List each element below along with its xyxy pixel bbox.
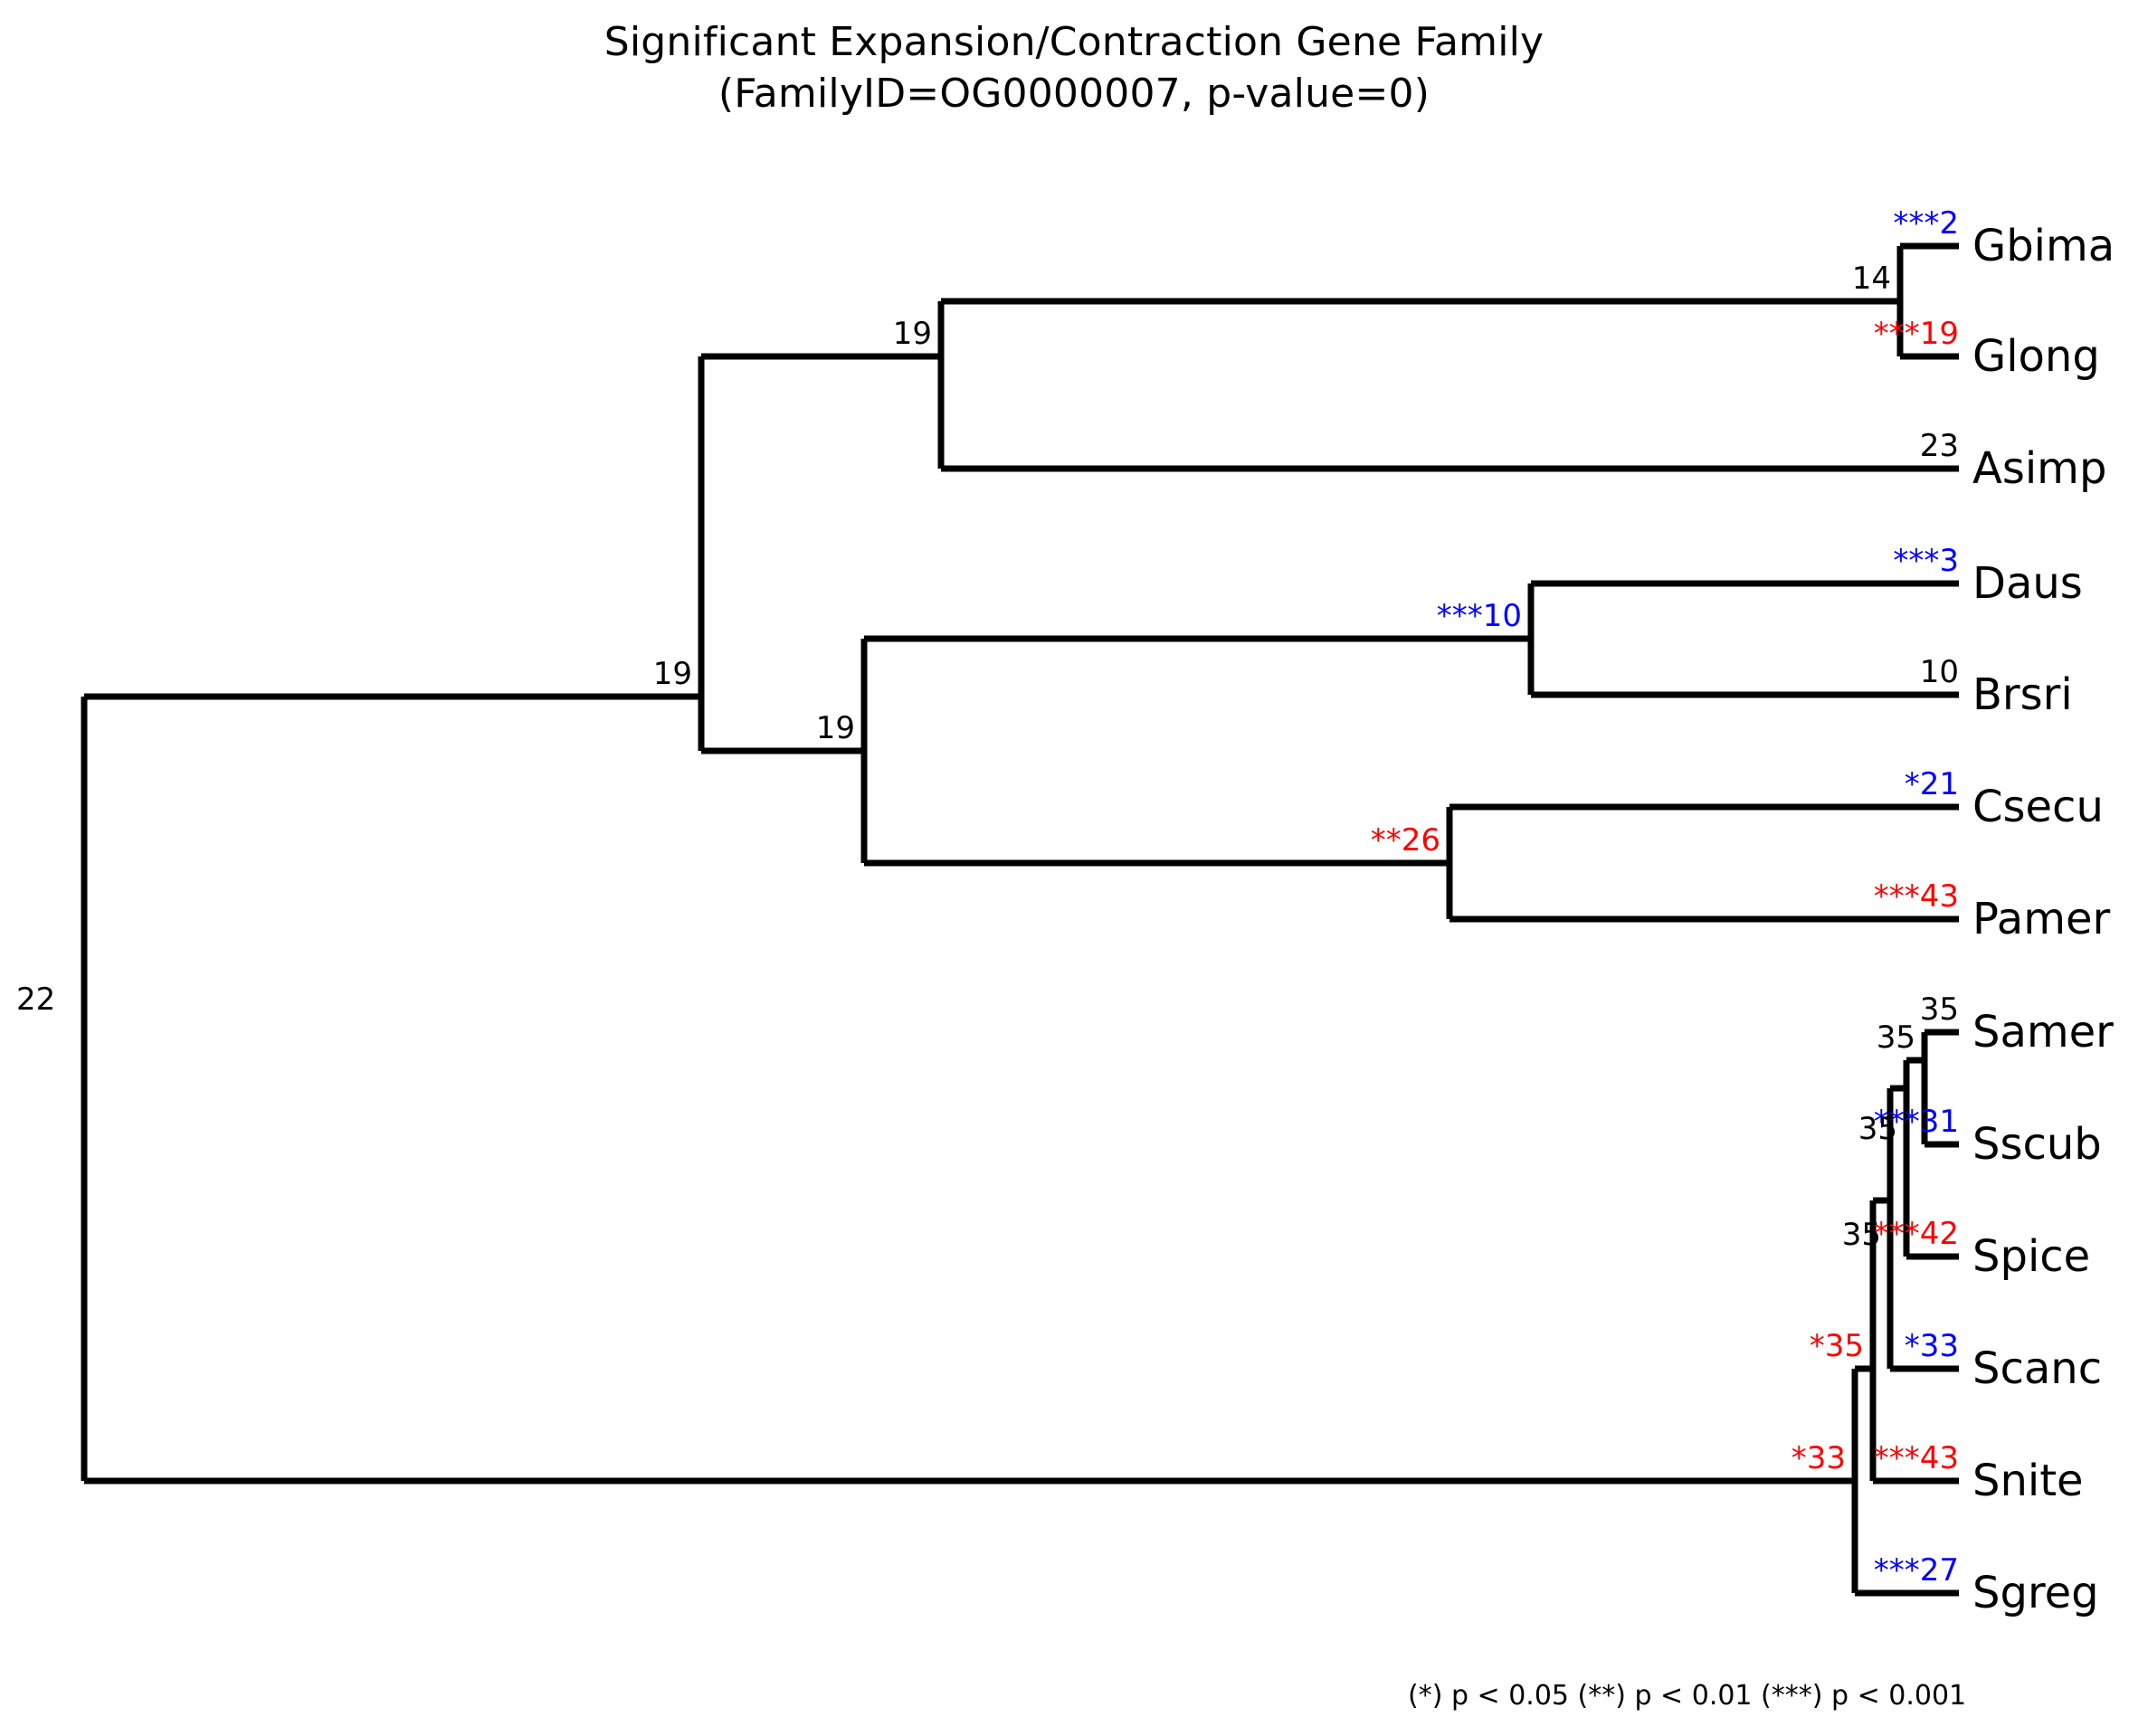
leaf-label-gbima: Gbima — [1972, 221, 2115, 271]
node-count-clade-dbcp: 19 — [815, 710, 855, 746]
figure-title: Significant Expansion/Contraction Gene F… — [0, 16, 2148, 119]
node-count-clade-samer-sscub: 35 — [1876, 1020, 1915, 1056]
leaf-label-glong: Glong — [1972, 331, 2100, 382]
tip-count-sgreg: ***27 — [1873, 1552, 1959, 1589]
leaf-label-brsri: Brsri — [1972, 669, 2073, 720]
tip-count-brsri: 10 — [1919, 654, 1959, 690]
leaf-label-sscub: Sscub — [1972, 1119, 2102, 1170]
node-count-clade-ss-spice: 35 — [1858, 1111, 1897, 1147]
node-count-clade-gbima-glong: 14 — [1851, 261, 1891, 297]
leaf-label-scanc: Scanc — [1972, 1343, 2103, 1394]
title-line-1: Significant Expansion/Contraction Gene F… — [604, 19, 1544, 65]
leaf-label-daus: Daus — [1972, 558, 2083, 609]
leaf-label-sgreg: Sgreg — [1972, 1568, 2099, 1618]
tip-count-sscub: ***31 — [1873, 1104, 1959, 1140]
tip-count-glong: ***19 — [1873, 316, 1959, 352]
leaf-label-samer: Samer — [1972, 1007, 2114, 1058]
leaf-label-pamer: Pamer — [1972, 894, 2111, 944]
tip-count-samer: 35 — [1919, 991, 1959, 1028]
tip-count-daus: ***3 — [1893, 543, 1959, 579]
tip-count-snite: ***43 — [1873, 1440, 1959, 1476]
tip-count-pamer: ***43 — [1873, 878, 1959, 915]
node-count-clade-csecu-pamer: **26 — [1370, 822, 1440, 859]
node-count-clade-ssss-snite: *35 — [1809, 1328, 1864, 1364]
significance-legend: (*) p < 0.05 (**) p < 0.01 (***) p < 0.0… — [1408, 1680, 1967, 1712]
leaf-label-csecu: Csecu — [1972, 782, 2104, 832]
node-count-clade-gba: 19 — [892, 316, 932, 352]
leaf-label-asimp: Asimp — [1972, 443, 2107, 494]
leaf-label-spice: Spice — [1972, 1231, 2091, 1282]
node-count-clade-upper: 19 — [652, 656, 692, 692]
node-count-root: 22 — [16, 982, 56, 1018]
tip-count-gbima: ***2 — [1893, 205, 1959, 242]
node-count-clade-s-sgreg: *33 — [1791, 1440, 1846, 1476]
node-count-clade-sss-scanc: 35 — [1841, 1217, 1881, 1253]
leaf-label-snite: Snite — [1972, 1456, 2084, 1506]
node-count-clade-daus-brsri: ***10 — [1436, 598, 1522, 634]
tip-count-csecu: *21 — [1904, 766, 1959, 802]
tip-count-scanc: *33 — [1904, 1328, 1959, 1364]
tip-count-asimp: 23 — [1919, 428, 1959, 464]
tip-count-spice: ***42 — [1873, 1216, 1959, 1252]
title-line-2: (FamilyID=OG0000007, p-value=0) — [718, 71, 1430, 118]
